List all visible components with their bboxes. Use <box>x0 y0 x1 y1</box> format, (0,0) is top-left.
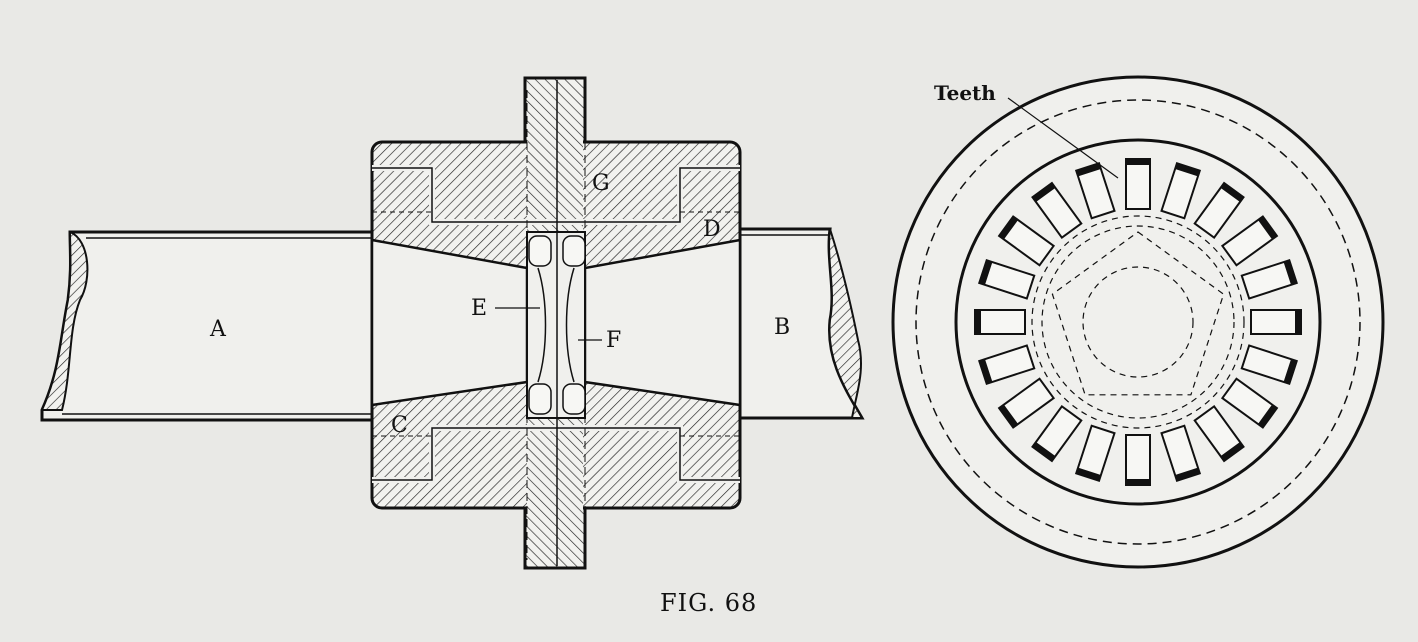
label-d: D <box>703 217 721 242</box>
gear-tooth-shadow <box>1126 479 1150 485</box>
part-f <box>565 267 575 383</box>
label-g: G <box>592 171 610 196</box>
gear-tooth <box>1125 158 1151 210</box>
gear-tooth-shadow <box>975 310 981 334</box>
gear-tooth-shadow <box>1257 216 1277 240</box>
hidden-circle-outer <box>915 99 1361 545</box>
gear-tooth-shadow <box>1032 183 1056 203</box>
outer-rim <box>891 75 1385 569</box>
hidden-hexagon <box>1051 231 1225 396</box>
gear-tooth-shadow <box>1220 183 1244 203</box>
gear-tooth-shadow <box>1032 441 1056 461</box>
gear-tooth-shadow <box>1175 163 1200 177</box>
gear-tooth-shadow <box>999 216 1019 240</box>
label-c: C <box>391 413 408 438</box>
shaft-a <box>40 230 374 422</box>
coupling-section <box>370 76 742 570</box>
gear-tooth <box>978 344 1036 386</box>
label-e: E <box>471 296 487 321</box>
gear-tooth-shadow <box>1175 467 1200 481</box>
shaft-b-break-section <box>828 228 864 419</box>
gear-tooth <box>1240 344 1298 386</box>
gear-tooth-shadow <box>1126 159 1150 165</box>
gear-tooth-shadow <box>1283 260 1297 285</box>
gear-tooth-shadow <box>1076 467 1101 481</box>
gear-tooth-shadow <box>1295 310 1301 334</box>
shaft-a-break-section <box>40 230 89 411</box>
gear-tooth-shadow <box>1257 404 1277 428</box>
gear-ring <box>954 138 1322 506</box>
bore-left <box>370 238 529 407</box>
gear-tooth <box>1125 434 1151 486</box>
gear-tooth <box>974 309 1026 335</box>
teeth-group <box>974 158 1302 486</box>
bore-right <box>583 238 742 407</box>
figure-caption: FIG. 68 <box>660 589 757 617</box>
shaft-b <box>736 227 865 420</box>
label-a: A <box>209 317 227 342</box>
gear-tooth-shadow <box>979 260 993 285</box>
label-teeth: Teeth <box>934 81 996 105</box>
gear-tooth-shadow <box>1283 359 1297 384</box>
gear-tooth-shadow <box>1220 441 1244 461</box>
label-b: B <box>774 315 790 340</box>
gear-tooth <box>1250 309 1302 335</box>
hidden-bore <box>1082 266 1194 378</box>
part-e <box>537 267 547 383</box>
gear-tooth-shadow <box>979 359 993 384</box>
teeth-leader <box>1007 97 1119 179</box>
gear-tooth <box>1240 258 1298 300</box>
gear-tooth-shadow <box>999 404 1019 428</box>
coupling-end-view <box>891 75 1385 569</box>
gear-tooth-shadow <box>1076 163 1101 177</box>
label-f: F <box>606 328 621 353</box>
gear-tooth <box>978 258 1036 300</box>
